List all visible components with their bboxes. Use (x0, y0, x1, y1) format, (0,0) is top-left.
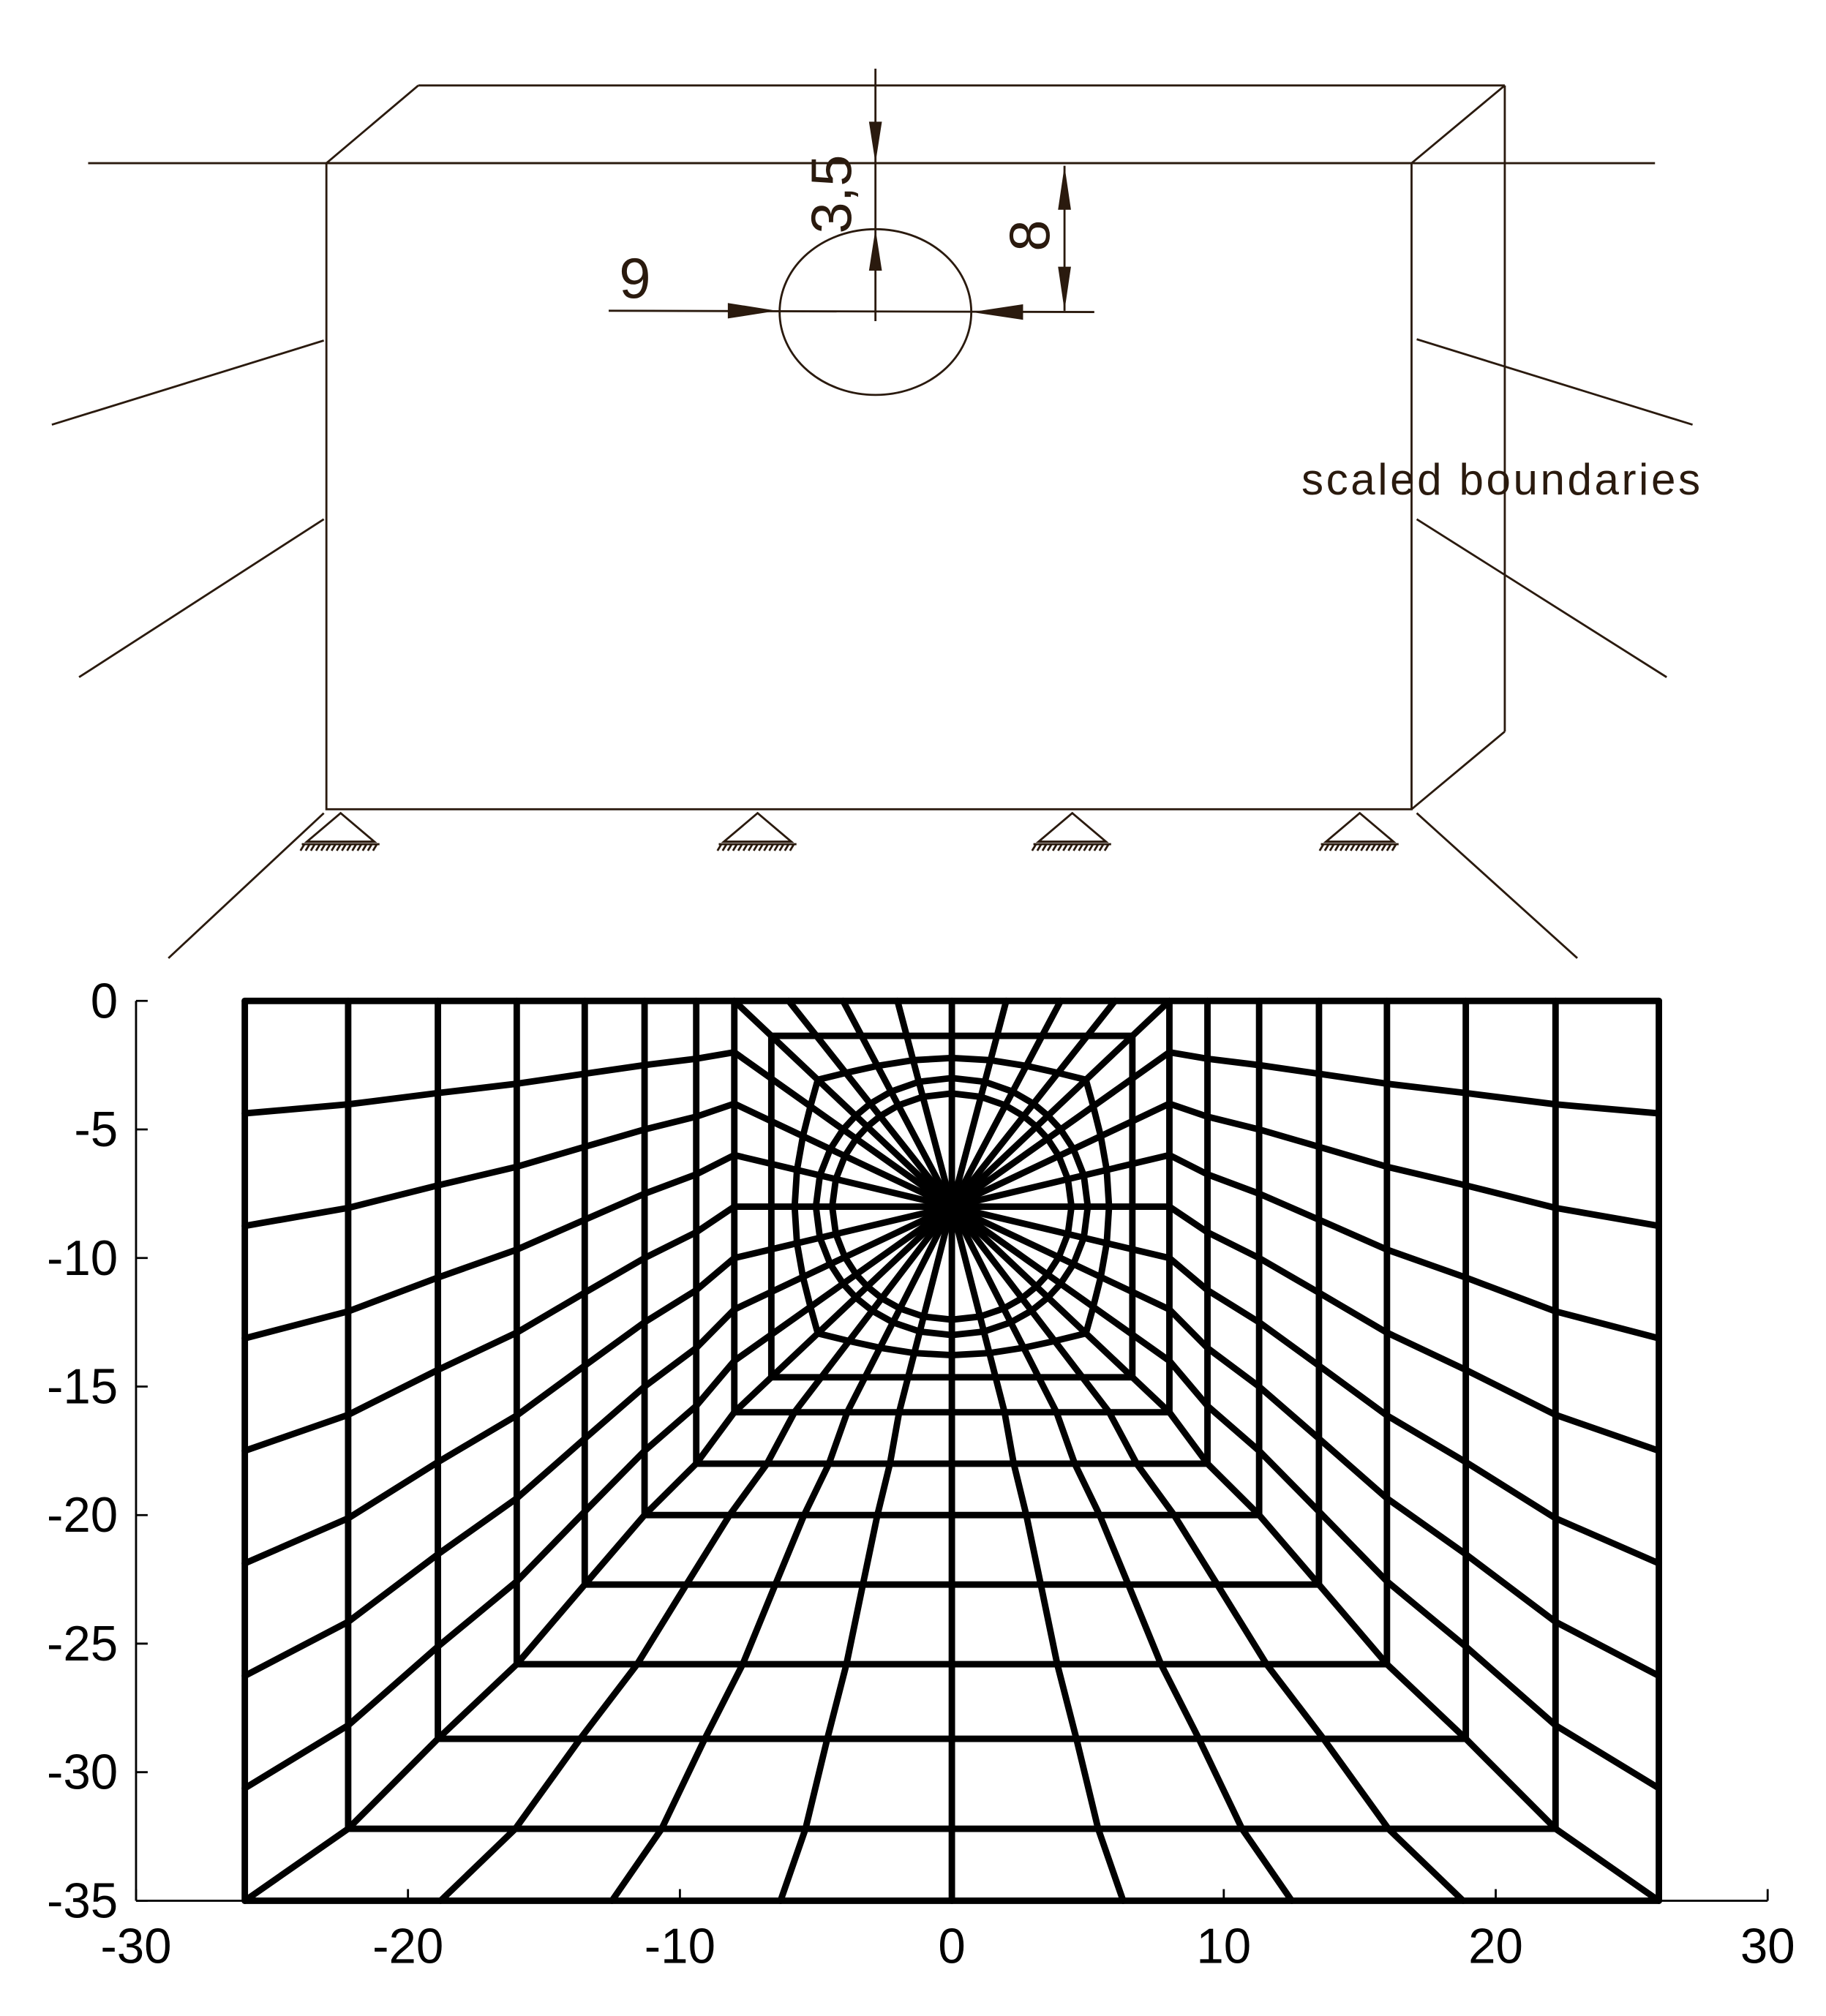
mesh-spoke (731, 997, 955, 1210)
arrow-down-icon (1058, 266, 1071, 311)
mesh-radial-line (437, 1409, 798, 1904)
mesh-radial-line (609, 1409, 851, 1904)
mesh-radial-line (1166, 1255, 1662, 1567)
y-tick-label: 0 (91, 974, 118, 1028)
tunnel-schematic: 3,5 8 9 scaled boundaries (51, 68, 1703, 959)
mesh-radial-line (1166, 1151, 1662, 1342)
mesh (241, 997, 1662, 1904)
mesh-radial-line (1105, 1409, 1467, 1904)
front-face (325, 162, 1413, 810)
mesh-radial-line (241, 1100, 738, 1230)
diameter-dimension-label: 9 (619, 246, 650, 310)
mesh-inner-ring (812, 1075, 1092, 1339)
scaled-boundary-line (1416, 338, 1694, 426)
pin-support-icon (1031, 811, 1111, 851)
mesh-radial-line (241, 1151, 738, 1342)
mesh-radial-line (241, 1409, 738, 1904)
x-tick-label: 30 (1740, 1919, 1795, 1974)
x-tick-label: 20 (1468, 1919, 1523, 1974)
mesh-radial-line (1166, 1357, 1662, 1792)
mesh-radial-line (777, 1409, 903, 1904)
mesh-radial-line (241, 1255, 738, 1567)
y-tick-label: -35 (47, 1873, 118, 1928)
mesh-radial-line (1053, 1409, 1296, 1904)
right-top-depth-edge (1410, 84, 1506, 165)
arrow-up-icon (1058, 165, 1071, 210)
mesh-radial-line (1166, 1409, 1662, 1904)
arrow-left-icon (971, 304, 1023, 320)
mesh-radial-line (1001, 1409, 1127, 1904)
mesh-radial-line (241, 1203, 738, 1454)
mesh-radial-line (241, 1049, 738, 1117)
scaled-boundary-line (1416, 518, 1667, 678)
mesh-inner-ring (791, 1054, 1113, 1358)
y-tick-label: -30 (47, 1745, 118, 1800)
y-tick-label: -15 (47, 1360, 118, 1415)
x-tick-label: -10 (645, 1919, 715, 1974)
x-tick-label: 10 (1196, 1919, 1251, 1974)
mesh-radial-line (1166, 1203, 1662, 1454)
scaled-boundary-line (51, 339, 325, 426)
depth-dimension-label: 3,5 (799, 154, 863, 233)
mesh-radial-line (241, 1357, 738, 1792)
y-tick-label: -10 (47, 1231, 118, 1286)
x-tick-label: 0 (938, 1919, 965, 1974)
arrow-up-icon (868, 229, 882, 271)
pin-support-icon (299, 811, 380, 851)
mesh-spoke (948, 997, 1173, 1210)
mesh-radial-line (241, 1306, 738, 1680)
mesh-radial-line (1166, 1049, 1662, 1117)
y-tick-label: -25 (47, 1617, 118, 1671)
mesh-spoke (948, 1203, 1173, 1416)
mesh-radial-line (1166, 1100, 1662, 1230)
mesh-radial-line (1166, 1306, 1662, 1680)
x-tick-label: -20 (372, 1919, 443, 1974)
mesh-spoke (731, 1203, 955, 1416)
y-tick-label: -20 (47, 1488, 118, 1543)
pin-support-icon (716, 811, 797, 851)
scaled-boundaries-label: scaled boundaries (1301, 455, 1703, 504)
arrow-right-icon (727, 303, 778, 319)
center-depth-dimension-label: 8 (997, 219, 1062, 251)
y-tick-label: -5 (74, 1102, 118, 1157)
x-tick-label: -30 (100, 1919, 171, 1974)
supports (299, 811, 1399, 851)
left-top-depth-edge (326, 84, 419, 165)
mesh-inner-ring (829, 1090, 1075, 1323)
scaled-boundary-line (168, 812, 325, 959)
pin-support-icon (1318, 811, 1399, 851)
right-bottom-depth-edge (1410, 731, 1506, 810)
scaled-boundary-line (78, 518, 325, 678)
scaled-boundary-line (1416, 812, 1578, 959)
arrow-down-icon (868, 121, 882, 164)
scaling-center (933, 1188, 970, 1225)
mesh-inner-ring (767, 1032, 1136, 1381)
